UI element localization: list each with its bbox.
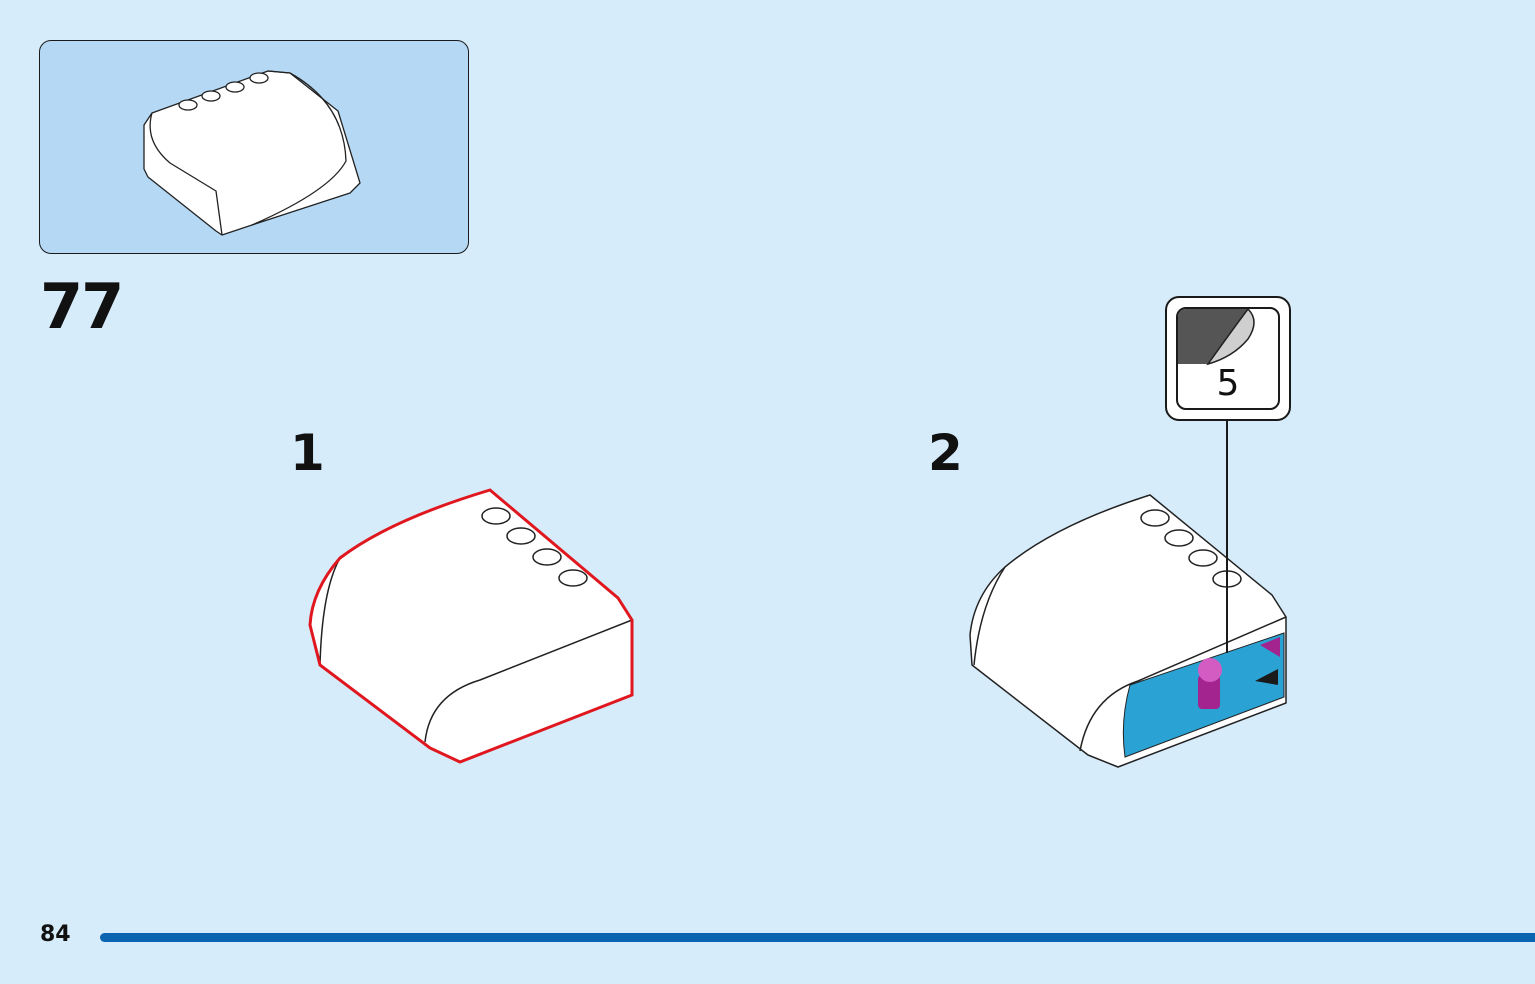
parts-list-box [39, 40, 469, 254]
curved-slope-brick-part [143, 70, 361, 236]
page-progress-bar [100, 933, 1535, 942]
step-number: 77 [40, 270, 124, 343]
substep-2-label: 2 [928, 424, 963, 482]
sticker-number: 5 [1216, 363, 1240, 404]
callout-leader-line [1226, 421, 1228, 653]
curved-slope-brick-highlighted [308, 488, 634, 764]
highlight-outline [308, 488, 634, 764]
curved-slope-brick-with-sticker [969, 494, 1287, 768]
sticker-graphic [1198, 637, 1280, 709]
page-number: 84 [40, 922, 71, 947]
sticker-peel-icon: 5 [1176, 307, 1280, 410]
sticker-callout: 5 [1165, 296, 1291, 421]
substep-1-label: 1 [290, 424, 325, 482]
